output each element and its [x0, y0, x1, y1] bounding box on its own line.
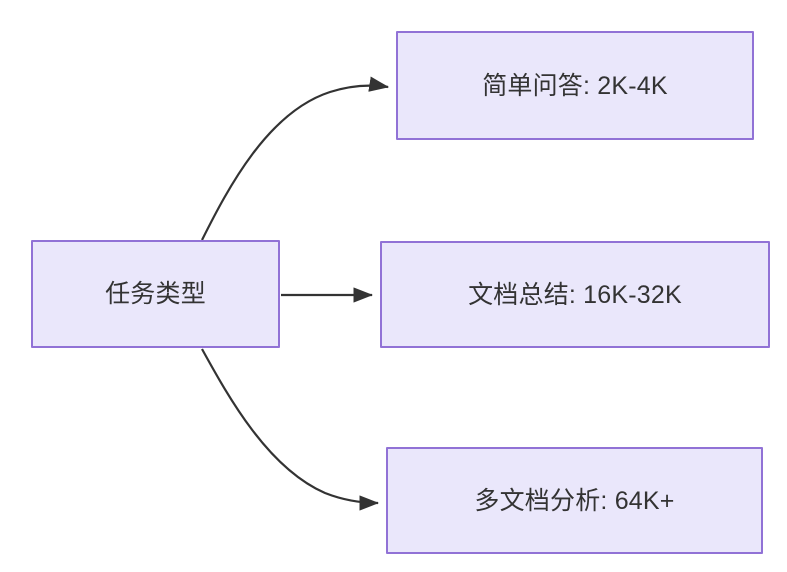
node-label-multidoc: 多文档分析: 64K+	[474, 486, 675, 515]
node-task-type-root[interactable]: 任务类型	[31, 240, 280, 348]
node-doc-summary[interactable]: 文档总结: 16K-32K	[380, 241, 770, 348]
node-label-doc-summary: 文档总结: 16K-32K	[468, 280, 682, 309]
node-simple-qa[interactable]: 简单问答: 2K-4K	[396, 31, 754, 140]
node-label-root: 任务类型	[105, 280, 206, 308]
edge-root-to-multidoc	[201, 348, 380, 511]
node-label-simple-qa: 简单问答: 2K-4K	[482, 71, 668, 100]
node-multidoc-analysis[interactable]: 多文档分析: 64K+	[386, 447, 763, 554]
edge-root-to-simple-qa	[201, 76, 390, 241]
